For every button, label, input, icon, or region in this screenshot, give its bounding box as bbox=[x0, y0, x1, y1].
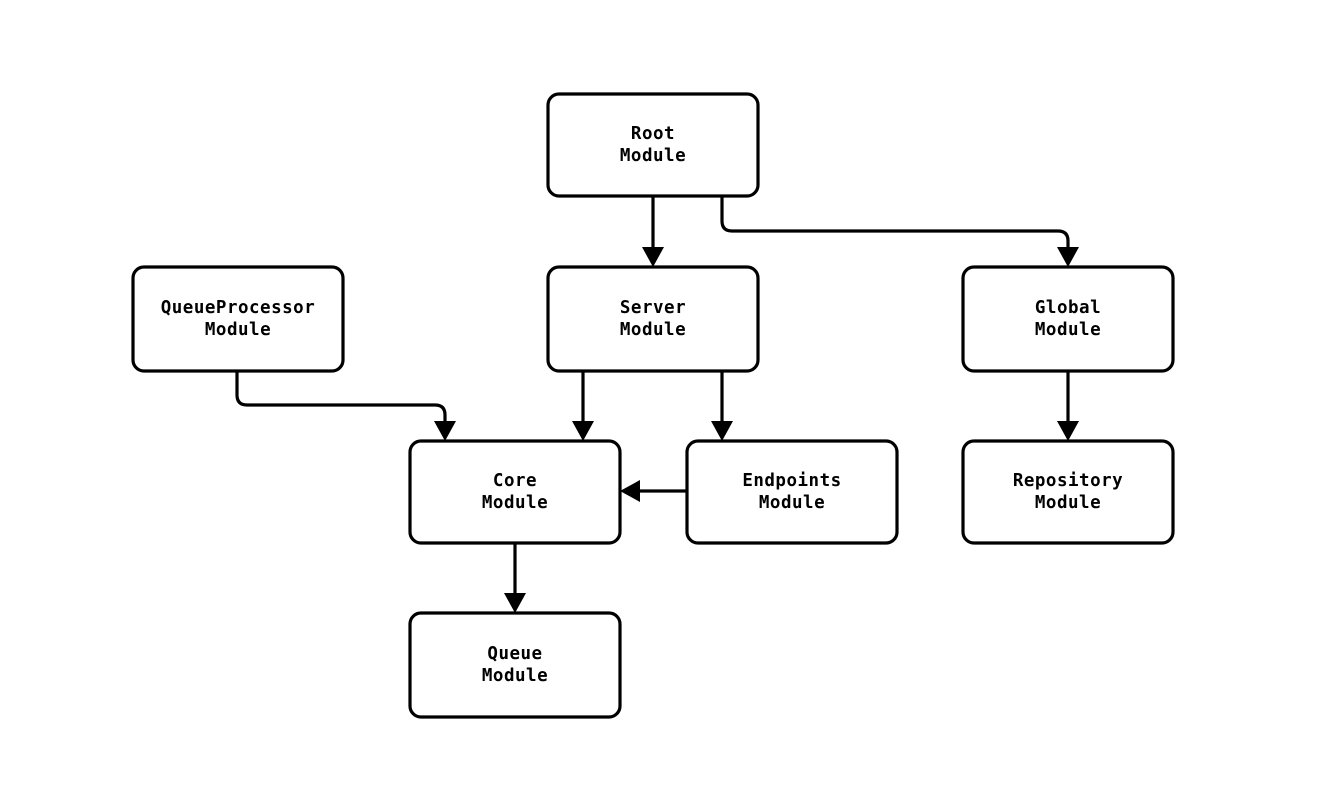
node-label-primary: Endpoints bbox=[742, 471, 841, 491]
edge-server-to-core bbox=[572, 371, 594, 441]
node-box[interactable] bbox=[961, 439, 1175, 545]
node-label-primary: Root bbox=[631, 124, 675, 144]
node-label-secondary: Module bbox=[482, 493, 548, 513]
nodes-layer: RootModuleQueueProcessorModuleServerModu… bbox=[131, 92, 1175, 719]
arrowhead-icon bbox=[642, 247, 664, 267]
arrowhead-icon bbox=[620, 480, 640, 502]
edges-layer bbox=[235, 196, 1079, 613]
edge-server-to-endpoints bbox=[711, 371, 733, 441]
arrowhead-icon bbox=[1057, 421, 1079, 441]
edge-core-to-queue bbox=[504, 543, 526, 613]
node-label-primary: Server bbox=[620, 298, 686, 318]
node-box[interactable] bbox=[131, 265, 345, 373]
arrowhead-icon bbox=[434, 421, 456, 441]
node-label-secondary: Module bbox=[620, 320, 686, 340]
node-label-primary: Queue bbox=[487, 644, 542, 664]
node-label-secondary: Module bbox=[1035, 320, 1101, 340]
edge-endpoints-to-core bbox=[620, 480, 687, 502]
node-box[interactable] bbox=[546, 265, 760, 373]
edge-queueprocessor-to-core bbox=[235, 371, 456, 441]
arrowhead-icon bbox=[1057, 247, 1079, 267]
edge-line bbox=[235, 371, 447, 421]
node-label-primary: Global bbox=[1035, 298, 1101, 318]
node-box[interactable] bbox=[408, 611, 622, 719]
node-box[interactable] bbox=[546, 92, 760, 198]
node-box[interactable] bbox=[685, 439, 899, 545]
node-label-primary: Core bbox=[493, 471, 537, 491]
node-label-secondary: Module bbox=[759, 493, 825, 513]
arrowhead-icon bbox=[572, 421, 594, 441]
node-label-secondary: Module bbox=[620, 146, 686, 166]
node-label-secondary: Module bbox=[1035, 493, 1101, 513]
node-label-secondary: Module bbox=[205, 320, 271, 340]
node-label-secondary: Module bbox=[482, 666, 548, 686]
node-label-primary: QueueProcessor bbox=[161, 298, 316, 318]
node-box[interactable] bbox=[408, 439, 622, 545]
edge-line bbox=[720, 196, 1070, 247]
edge-root-to-server bbox=[642, 196, 664, 267]
arrowhead-icon bbox=[504, 593, 526, 613]
edge-root-to-global bbox=[720, 196, 1079, 267]
arrowhead-icon bbox=[711, 421, 733, 441]
node-box[interactable] bbox=[961, 265, 1175, 373]
node-label-primary: Repository bbox=[1013, 471, 1123, 491]
edge-global-to-repository bbox=[1057, 371, 1079, 441]
